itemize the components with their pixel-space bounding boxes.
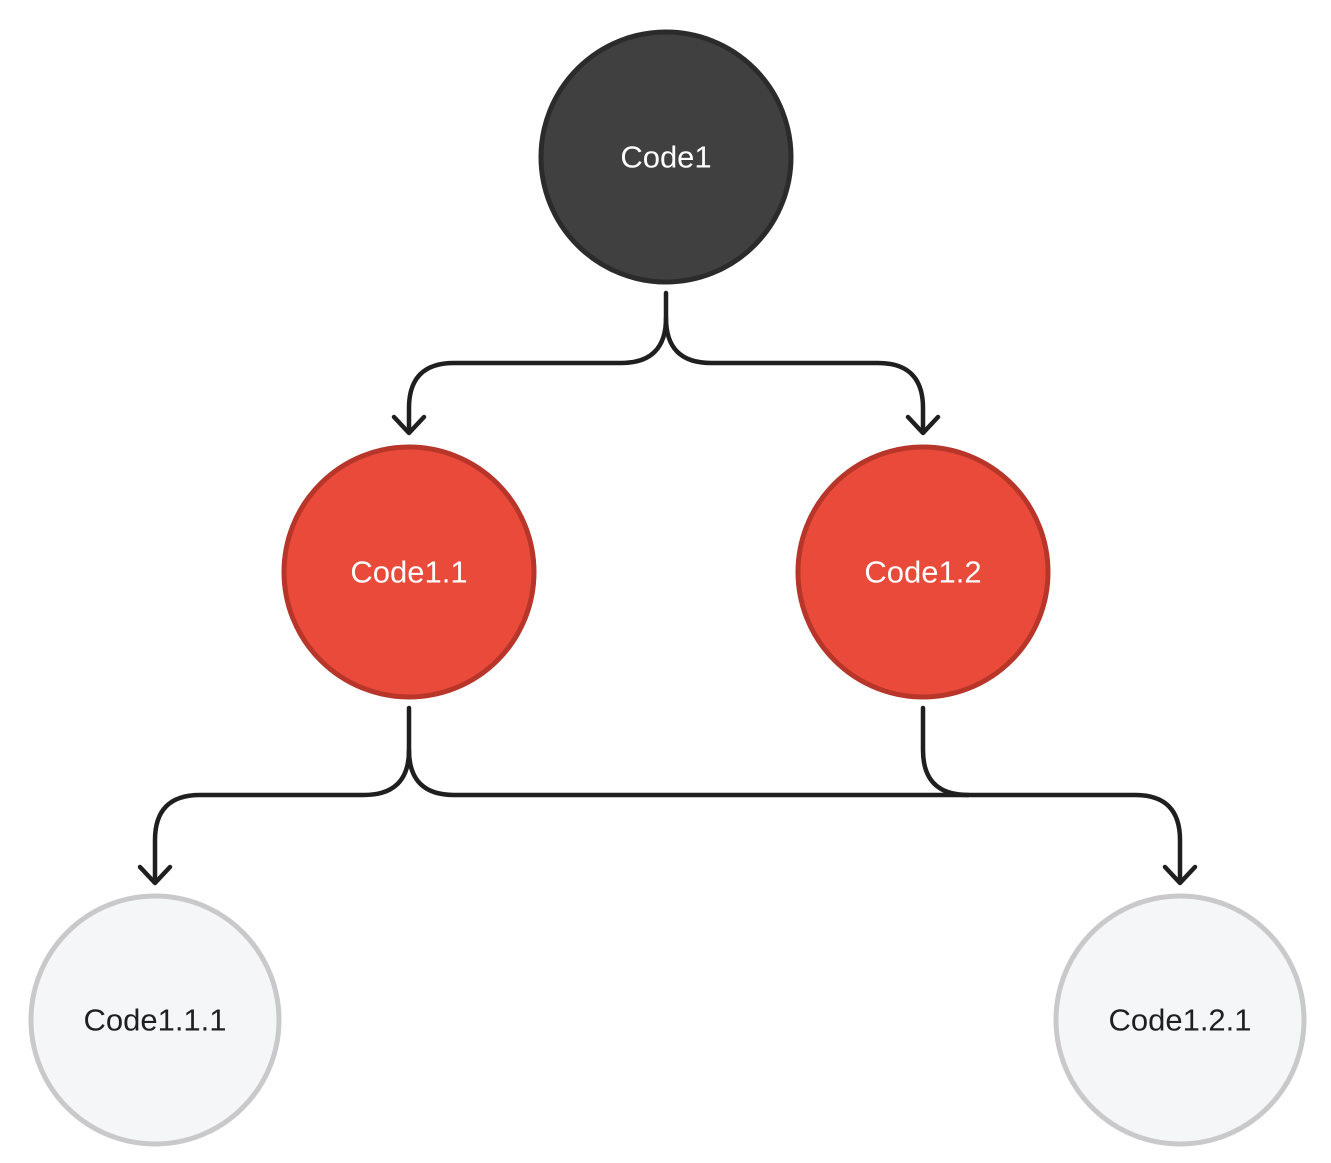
node-label: Code1.2 xyxy=(864,555,981,590)
connector-code1-2-to-code1-2-1 xyxy=(920,705,971,798)
node-label: Code1.1.1 xyxy=(83,1003,226,1038)
node-code1-1-1[interactable]: Code1.1.1 xyxy=(28,893,282,1147)
connector-code1-to-code1-1 xyxy=(406,290,669,435)
node-circle xyxy=(795,444,1051,700)
arrowhead-code1-2 xyxy=(905,414,941,436)
arrowhead-code1-1-1 xyxy=(137,864,173,886)
arrowhead-code1-1 xyxy=(391,414,427,436)
node-code1-1[interactable]: Code1.1 xyxy=(281,444,537,700)
node-code1-2-1[interactable]: Code1.2.1 xyxy=(1053,893,1307,1147)
arrowhead-code1-2-1 xyxy=(1162,864,1198,886)
node-label: Code1 xyxy=(620,140,711,175)
node-code1[interactable]: Code1 xyxy=(538,29,794,285)
node-code1-2[interactable]: Code1.2 xyxy=(795,444,1051,700)
connector-code1-to-code1-2 xyxy=(663,315,926,435)
node-circle xyxy=(1053,893,1307,1147)
connector-code1-1-to-code1-2-1 xyxy=(406,747,1183,885)
connector-code1-1-to-code1-1-1 xyxy=(152,705,412,885)
node-label: Code1.2.1 xyxy=(1108,1003,1251,1038)
node-circle xyxy=(28,893,282,1147)
connectors xyxy=(137,290,1198,886)
node-circle xyxy=(281,444,537,700)
node-circle xyxy=(538,29,794,285)
node-label: Code1.1 xyxy=(350,555,467,590)
